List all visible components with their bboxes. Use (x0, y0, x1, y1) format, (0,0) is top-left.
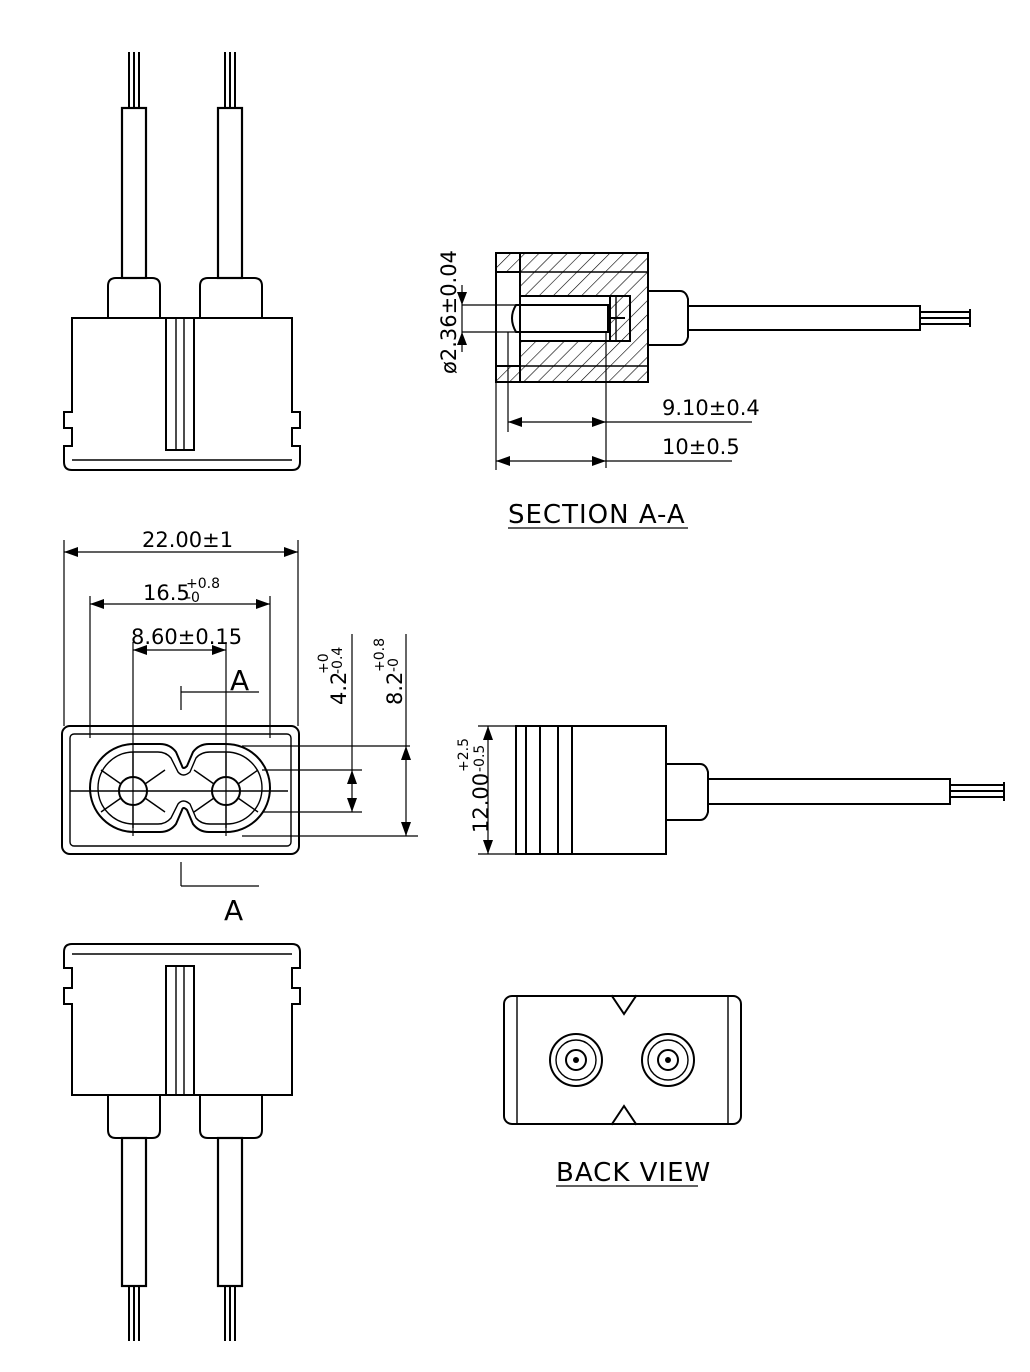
body-height-tol-minus: -0 (386, 658, 402, 672)
overall-width-label: 22.00±1 (142, 528, 233, 552)
back-view: BACK VIEW (503, 994, 742, 1188)
section-view: ø2.36±0.04 9.10±0.4 10±0.5 SECTION A-A (437, 250, 971, 530)
side-height-tol-minus: -0.5 (472, 745, 488, 772)
slot-height-tol-minus: -0.4 (330, 647, 346, 674)
side-height-tol-plus: +2.5 (456, 738, 472, 772)
mount-width-tol-plus: +0.8 (186, 576, 220, 592)
pin-pitch-label: 8.60±0.15 (131, 625, 242, 649)
back-view-title: BACK VIEW (556, 1158, 711, 1188)
body-height-tol-plus: +0.8 (372, 638, 388, 672)
front-view: 22.00±1 16.5 +0.8 -0 8.60±0.15 A (61, 528, 418, 927)
pin-diameter-label: ø2.36±0.04 (437, 250, 461, 374)
top-view-wires (107, 52, 263, 319)
slot-height-label: 4.2 (327, 672, 351, 705)
depth-dimensions: 9.10±0.4 10±0.5 (495, 332, 760, 470)
section-title: SECTION A-A (508, 500, 686, 530)
bottom-view (63, 943, 301, 1341)
top-view (63, 52, 301, 471)
top-view-rib (165, 317, 195, 451)
section-mark-top: A (230, 664, 249, 697)
section-mark-bottom: A (224, 894, 243, 927)
pin-depth-label: 9.10±0.4 (662, 396, 760, 420)
pin-diameter-dimension: ø2.36±0.04 (437, 250, 516, 374)
side-height-label: 12.00 (469, 773, 493, 833)
body-height-label: 8.2 (383, 672, 407, 705)
body-depth-label: 10±0.5 (662, 435, 740, 459)
mount-width-label: 16.5 (143, 581, 190, 605)
top-view-body (63, 317, 301, 471)
mount-width-tol-minus: -0 (186, 590, 200, 606)
side-view: 12.00 +2.5 -0.5 (456, 725, 1005, 855)
slot-height-tol-plus: +0 (316, 653, 332, 674)
